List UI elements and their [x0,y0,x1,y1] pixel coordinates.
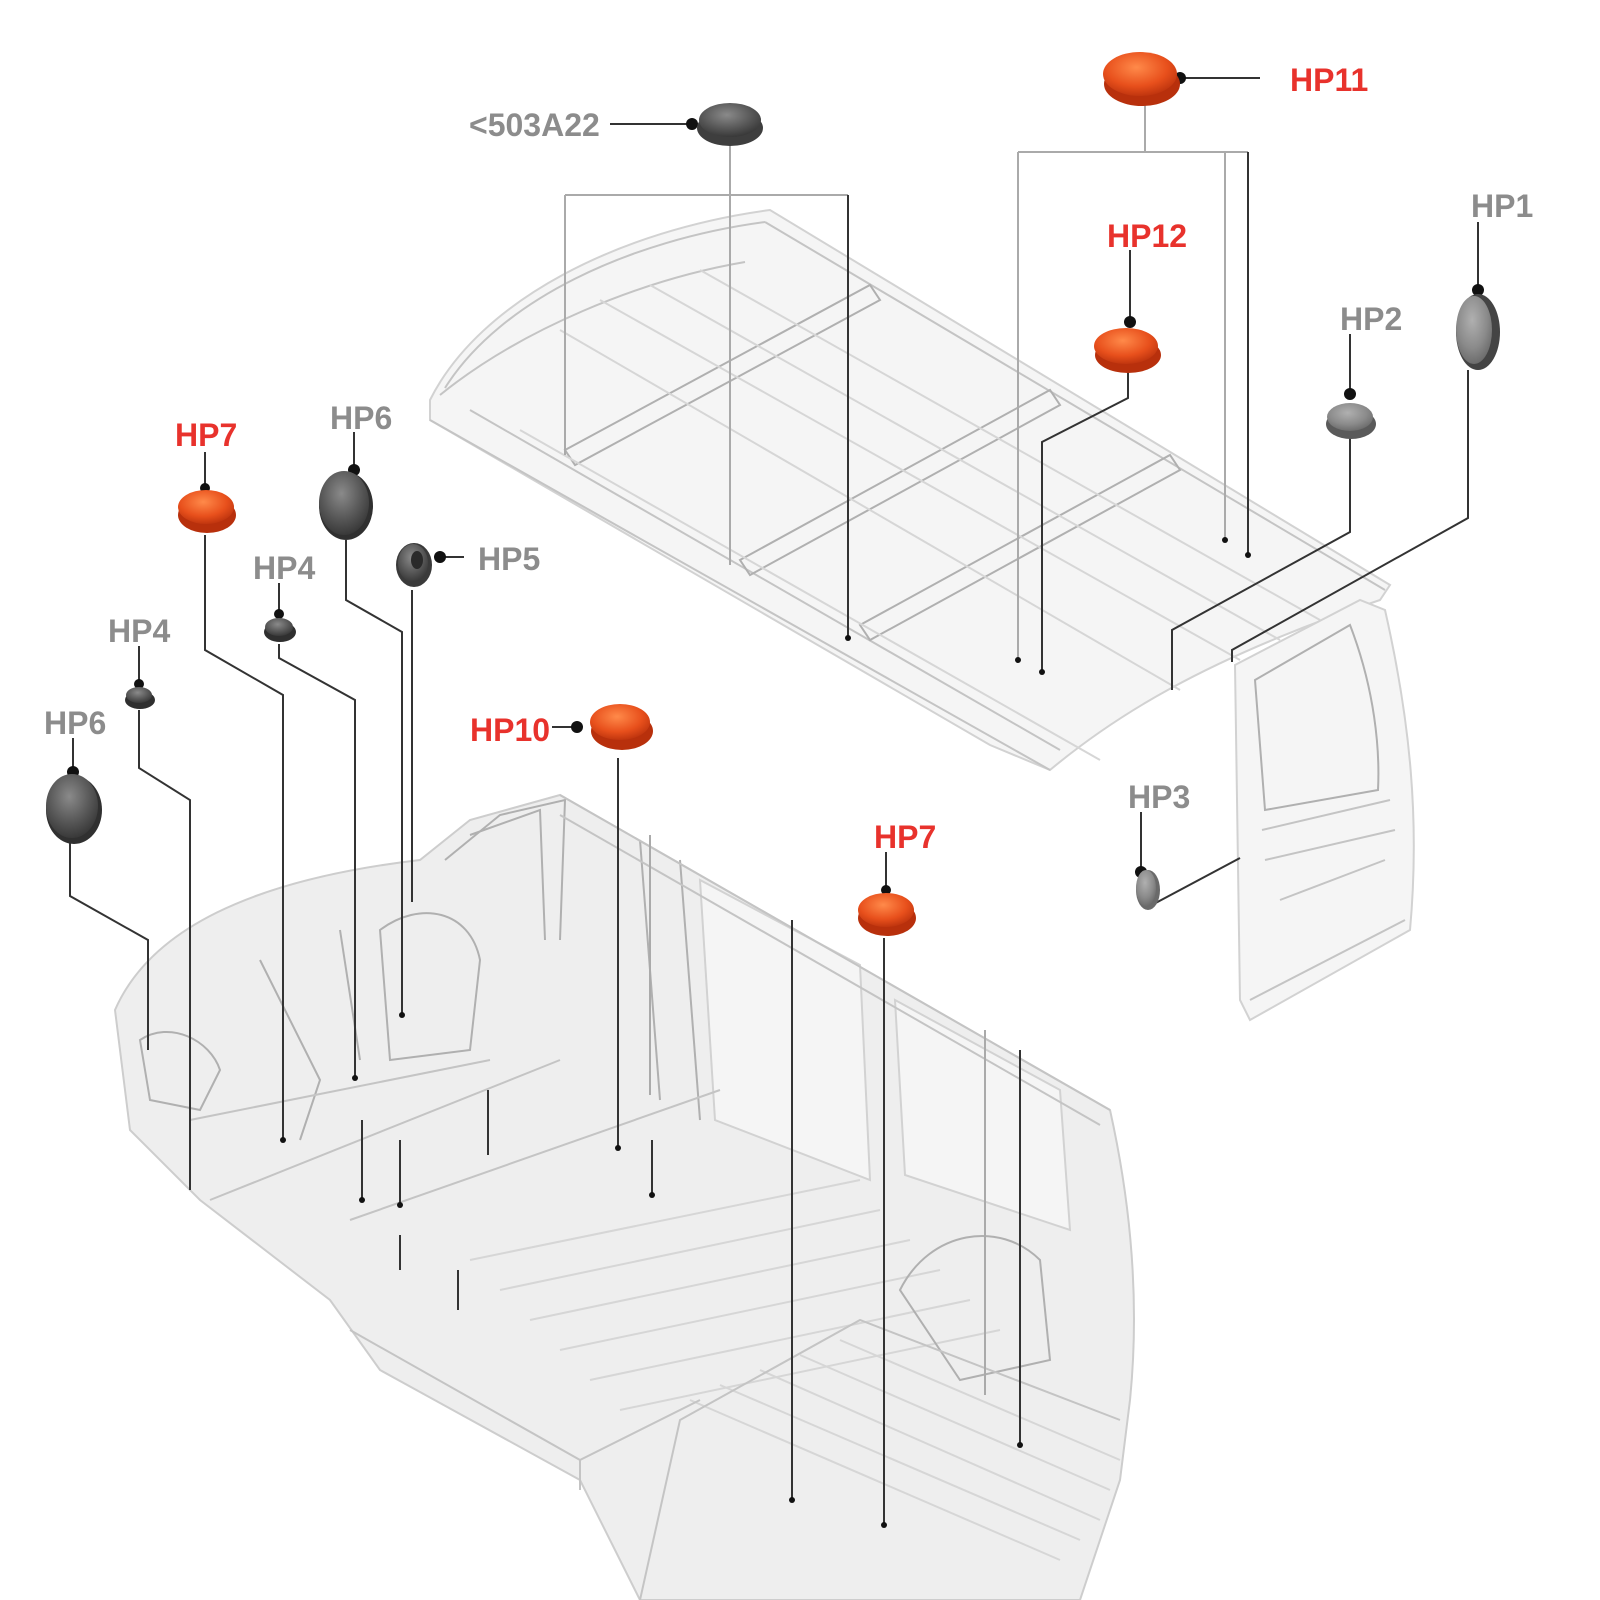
plug-hp3 [1136,870,1160,910]
plug-hp12 [1094,328,1161,373]
lower-body-shell [113,793,1135,1600]
plug-503a22 [697,103,763,146]
plug-hp1 [1456,294,1500,370]
plug-hp7-right [858,893,916,936]
plug-hp4-upper [264,618,296,642]
label-hp6-upper: HP6 [330,400,392,436]
label-hp1: HP1 [1471,188,1533,224]
plug-hp11 [1103,52,1180,106]
plug-hp7-left [178,490,236,533]
attachment-dots [67,72,1484,1528]
plug-hp5 [396,543,432,587]
plug-hp10 [590,704,653,750]
plug-hp6-upper [319,471,373,540]
label-hp6-lower: HP6 [44,705,106,741]
label-hp7-left: HP7 [175,417,237,453]
rear-door [1233,598,1415,1022]
label-hp4-lower: HP4 [108,613,170,649]
roof-panel [429,208,1392,772]
label-hp5: HP5 [478,541,540,577]
label-hp3: HP3 [1128,779,1190,815]
label-503a22: <503A22 [469,107,600,143]
label-hp4-upper: HP4 [253,550,315,586]
plug-hp4-lower [125,687,155,709]
leader-lines [69,77,1479,1525]
label-hp11: HP11 [1290,62,1368,98]
label-hp10: HP10 [470,712,550,748]
label-hp7-right: HP7 [874,819,936,855]
label-hp12: HP12 [1107,218,1187,254]
plug-hp6-lower [46,774,102,844]
plug-hp2 [1326,403,1376,439]
label-hp2: HP2 [1340,301,1402,337]
